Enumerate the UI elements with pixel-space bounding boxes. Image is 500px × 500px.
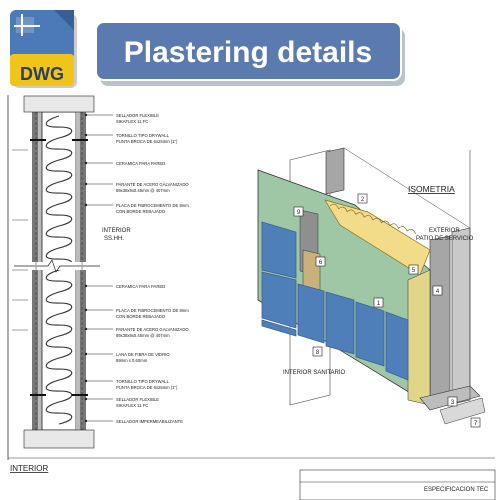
insulation-wave bbox=[329, 203, 416, 234]
ceramic-layer-right bbox=[80, 112, 86, 430]
banner-box bbox=[95, 21, 402, 81]
ceramic-tile-5 bbox=[385, 311, 409, 381]
annotation-6-line-0: PLACA DE FIBROCEMENTO DE 8mm bbox=[116, 308, 189, 313]
leader-dot-3 bbox=[84, 182, 88, 186]
exterior-board-edge bbox=[407, 269, 431, 406]
leader-dot-1 bbox=[84, 133, 88, 137]
annotation-3-line-1: 89x38x9x0.45mm @ 407mm bbox=[116, 188, 170, 193]
frame-top-edge bbox=[343, 147, 471, 229]
annotation-10-line-0: SELLADOR FLEXIBLE bbox=[116, 397, 159, 402]
callout-box-5 bbox=[408, 264, 419, 275]
stud-far-right bbox=[451, 227, 471, 405]
callout-box-4 bbox=[432, 285, 443, 296]
annotation-7-line-1: 89x38x9x0.45mm @ 407mm bbox=[116, 333, 170, 338]
callout-box-1 bbox=[373, 297, 384, 308]
callout-label-7: 7 bbox=[474, 421, 478, 427]
ceramic-tile-4 bbox=[355, 301, 385, 367]
callout-label-9: 9 bbox=[297, 210, 301, 216]
annotation-0-line-0: SELLADOR FLEXIBLE bbox=[116, 113, 159, 118]
leader-dot-4 bbox=[84, 203, 88, 207]
annotation-4-line-0: PLACA DE FIBROCEMENTO DE 8mm bbox=[116, 203, 189, 208]
ceramic-tile-6 bbox=[261, 319, 297, 337]
crop-icon bbox=[14, 14, 40, 36]
bottom-slab bbox=[23, 429, 95, 449]
badge-bottom bbox=[10, 54, 74, 86]
annotation-4-line-1: CON BORDE REBAJADO bbox=[116, 209, 166, 214]
annotation-1-line-0: TORNILLO TIPO DRYWALL bbox=[116, 133, 170, 138]
callout-label-3: 3 bbox=[451, 400, 455, 406]
iso-exterior-label-2: PATIO DE SERVICIO bbox=[416, 236, 474, 242]
iso-exterior-label-1: EXTERIOR bbox=[429, 228, 460, 234]
callout-label-1: 1 bbox=[377, 301, 381, 307]
annotation-1-line-1: PUNTA BROCA DE 6x25mm (1") bbox=[116, 139, 178, 144]
footer-interior-label: INTERIOR bbox=[10, 464, 48, 473]
top-slab bbox=[23, 95, 95, 113]
insulation-band bbox=[324, 199, 431, 276]
ceramic-tile-3 bbox=[325, 291, 355, 355]
callout-box-2 bbox=[357, 193, 368, 204]
isometric-title: ISOMETRIA bbox=[408, 184, 455, 194]
break-line bbox=[14, 259, 100, 273]
callout-box-7 bbox=[470, 417, 481, 428]
callout-label-8: 8 bbox=[316, 350, 320, 356]
annotation-10-line-1: SIKAFLEX 11 FC bbox=[116, 403, 148, 408]
floor-slab bbox=[439, 397, 486, 425]
badge-top bbox=[10, 10, 74, 60]
footer-spec-label: ESPECIFICACION TEC bbox=[424, 487, 489, 493]
section-interior-label-1: INTERIOR bbox=[102, 228, 131, 234]
annotation-0-line-1: SIKAFLEX 11 FC bbox=[116, 119, 148, 124]
board-layer-right bbox=[76, 112, 80, 430]
dwg-file-badge: DWG bbox=[10, 10, 77, 88]
annotation-5-line-0: CERAMICA PARA PARED bbox=[116, 284, 165, 289]
annotation-2-line-0: CERAMICA PARA PARED bbox=[116, 161, 165, 166]
stud-top-left bbox=[325, 147, 345, 195]
section-interior-label-2: SS.HH. bbox=[104, 236, 124, 242]
annotation-8-line-1: 89mm x 0.60mm bbox=[116, 358, 148, 363]
adhesive-patch bbox=[302, 249, 321, 291]
leader-dot-10 bbox=[84, 397, 88, 401]
annotation-9-line-1: PUNTA BROCA DE 6x25mm (1") bbox=[116, 385, 178, 390]
iso-interior-label: INTERIOR SANITARIO bbox=[283, 370, 346, 376]
leader-dot-6 bbox=[84, 308, 88, 312]
annotation-11-line-0: SELLADOR IMPERMEABILIZANTE bbox=[116, 419, 183, 424]
ceramic-layer-left bbox=[32, 112, 38, 430]
annotation-7-line-0: PARANTE DE ACERO GALVANIZADO bbox=[116, 327, 189, 332]
annotation-3-line-0: PARANTE DE ACERO GALVANIZADO bbox=[116, 182, 189, 187]
isometric-view: 1 2 3 4 5 6 7 8 9 bbox=[257, 147, 496, 500]
callout-label-5: 5 bbox=[412, 268, 416, 274]
leader-dot-5 bbox=[84, 284, 88, 288]
callout-box-8 bbox=[312, 346, 323, 357]
annotation-6-line-1: CON BORDE REBAJADO bbox=[116, 314, 166, 319]
callout-label-4: 4 bbox=[436, 289, 440, 295]
ceramic-tile-0 bbox=[261, 221, 297, 279]
stud-right bbox=[429, 235, 451, 403]
badge-label: DWG bbox=[20, 64, 64, 84]
footer-frame bbox=[299, 469, 496, 500]
ceramic-tile-1 bbox=[261, 271, 297, 329]
title-banner: Plastering details bbox=[95, 21, 405, 86]
callout-box-6 bbox=[315, 256, 326, 267]
board-layer-left bbox=[38, 112, 42, 430]
leader-dot-8 bbox=[84, 352, 88, 356]
leader-dot-11 bbox=[84, 419, 88, 423]
callout-box-3 bbox=[447, 396, 458, 407]
callout-label-2: 2 bbox=[361, 197, 365, 203]
leader-dot-2 bbox=[84, 161, 88, 165]
leader-dot-7 bbox=[84, 327, 88, 331]
banner-title: Plastering details bbox=[124, 36, 372, 69]
leader-dot-0 bbox=[84, 113, 88, 117]
wall-section bbox=[7, 95, 495, 460]
ceramic-tile-2 bbox=[297, 283, 325, 344]
callout-label-6: 6 bbox=[319, 260, 323, 266]
leader-dot-9 bbox=[84, 379, 88, 383]
badge-fold bbox=[54, 10, 74, 30]
annotation-8-line-0: LANA DE FIBRA DE VIDRIO bbox=[116, 352, 170, 357]
callout-box-9 bbox=[293, 206, 304, 217]
annotation-9-line-0: TORNILLO TIPO DRYWALL bbox=[116, 379, 170, 384]
